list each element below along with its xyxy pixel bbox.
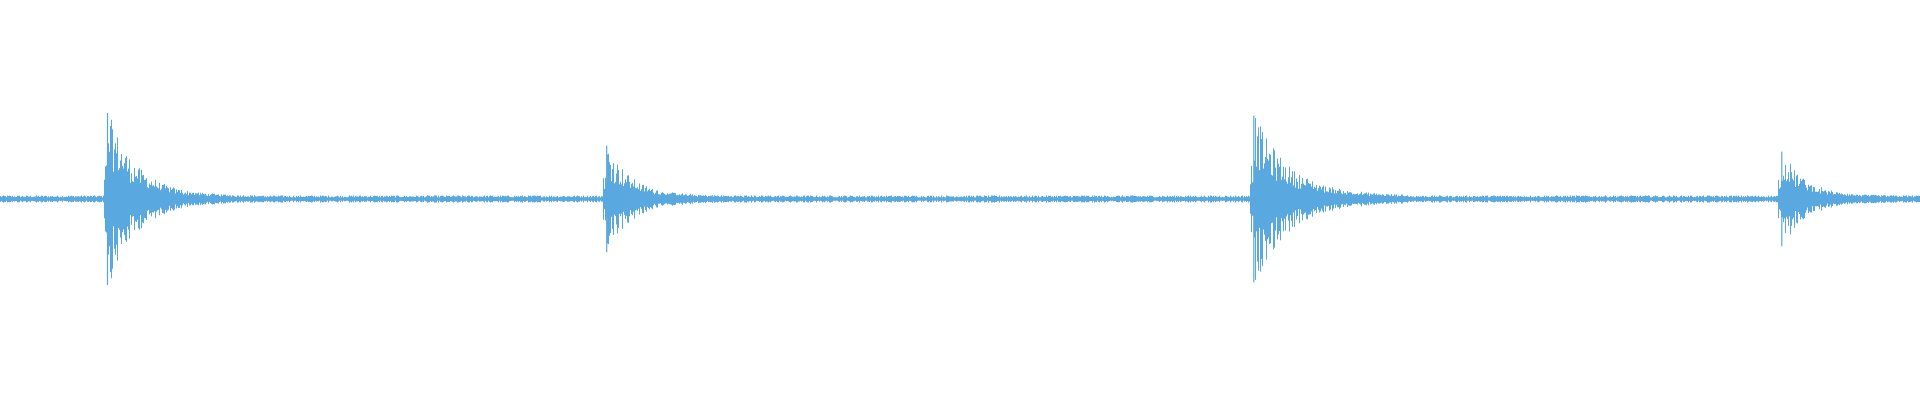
waveform-bars bbox=[0, 113, 1920, 285]
